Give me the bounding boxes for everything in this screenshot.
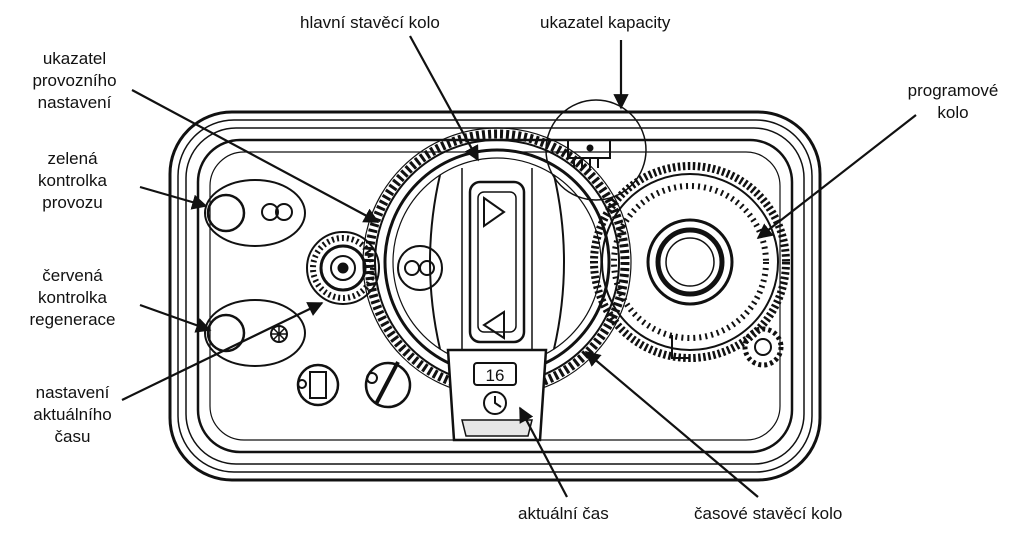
program-wheel xyxy=(590,162,790,362)
label-line: programové xyxy=(907,81,999,100)
label-line: času xyxy=(54,427,91,446)
label-line: provozního xyxy=(32,71,117,90)
mode-dial-icon xyxy=(296,363,340,407)
time-window-value: 16 xyxy=(486,366,505,385)
label-line: kontrolka xyxy=(38,288,107,307)
red-lamp-icon xyxy=(204,299,306,367)
label-green-light: zelená kontrolka provozu xyxy=(10,148,135,214)
label-time-setting: nastavení aktuálního času xyxy=(10,382,135,448)
label-operating-setting-indicator: ukazatel provozního nastavení xyxy=(12,48,137,114)
label-line: červená xyxy=(42,266,103,285)
time-setting-knob xyxy=(306,231,380,305)
controller-housing xyxy=(168,110,822,482)
label-main-setting-wheel: hlavní stavěcí kolo xyxy=(300,13,440,32)
label-capacity-indicator: ukazatel kapacity xyxy=(540,13,671,32)
label-line: nastavení xyxy=(35,383,110,402)
label-line: kolo xyxy=(937,103,969,122)
time-window-tab xyxy=(446,348,548,442)
green-lamp-icon xyxy=(204,179,306,247)
label-line: ukazatel xyxy=(42,49,107,68)
label-line: regenerace xyxy=(29,310,116,329)
time-set-dial-icon xyxy=(364,361,412,409)
capacity-indicator xyxy=(545,99,647,201)
label-line: aktuálního xyxy=(33,405,112,424)
label-line: zelená xyxy=(47,149,98,168)
label-current-time: aktuální čas xyxy=(518,504,609,523)
label-program-wheel: programové kolo xyxy=(888,80,1018,124)
main-setting-dial xyxy=(383,148,611,376)
label-line: kontrolka xyxy=(38,171,107,190)
label-line: provozu xyxy=(42,193,103,212)
small-cog-icon xyxy=(742,326,784,368)
label-time-setting-wheel: časové stavěcí kolo xyxy=(694,504,843,523)
clock-icon xyxy=(483,391,507,415)
label-line: nastavení xyxy=(37,93,112,112)
label-red-light: červená kontrolka regenerace xyxy=(10,265,135,331)
leader-arrows xyxy=(121,35,917,498)
